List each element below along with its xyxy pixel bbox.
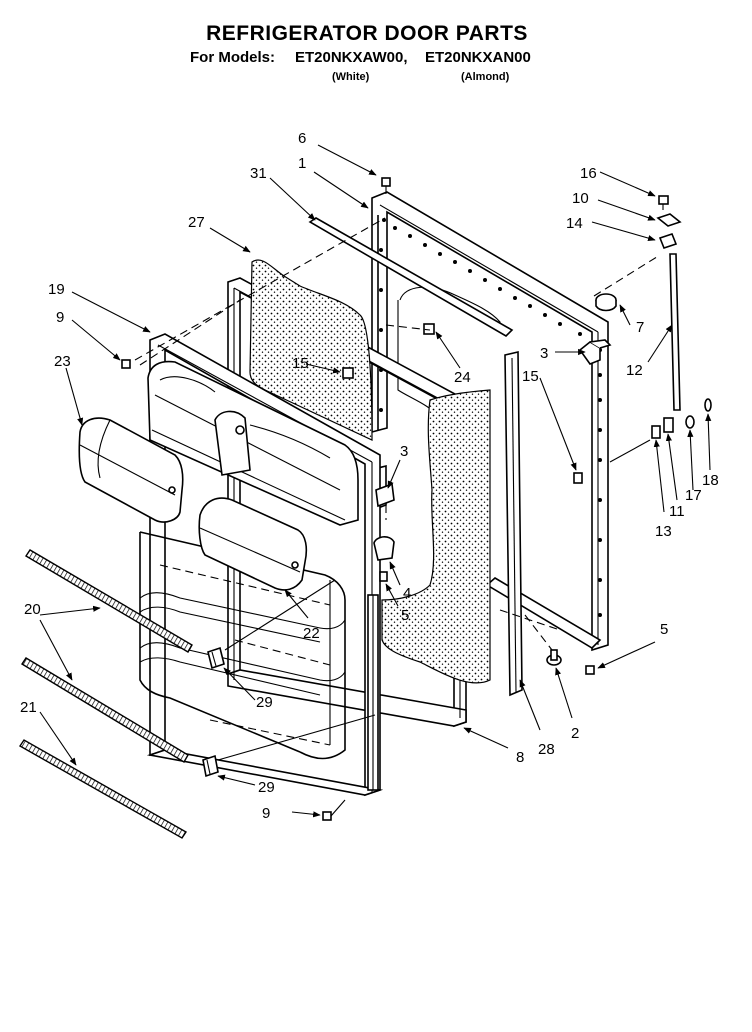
callout-12: 12 xyxy=(626,362,643,379)
models-label: For Models: xyxy=(190,49,275,66)
callout-15-left: 15 xyxy=(292,355,309,372)
callout-27: 27 xyxy=(188,214,205,231)
screw-16 xyxy=(658,195,669,210)
callout-8: 8 xyxy=(516,749,524,766)
callout-14: 14 xyxy=(566,215,583,232)
stop-bracket-15 xyxy=(573,472,583,484)
callout-11: 11 xyxy=(669,503,685,520)
lower-hinge-parts xyxy=(609,398,712,463)
callout-3-right: 3 xyxy=(540,345,548,362)
callout-2: 2 xyxy=(571,725,579,742)
callout-31: 31 xyxy=(250,165,267,182)
callout-18: 18 xyxy=(702,472,719,489)
callout-29-lower: 29 xyxy=(258,779,275,796)
hinge-bracket-3-lower xyxy=(375,482,395,508)
callout-28: 28 xyxy=(538,741,555,758)
bar-end-cap-upper xyxy=(207,646,225,670)
door-bin-lower xyxy=(198,497,308,591)
callout-6: 6 xyxy=(298,130,306,147)
callout-10: 10 xyxy=(572,190,589,207)
shelf-retainer-bar-1 xyxy=(25,549,193,653)
callout-1: 1 xyxy=(298,155,306,172)
callout-9-bottom: 9 xyxy=(262,805,270,822)
screw-9-bottom xyxy=(322,799,346,821)
model-2-color: (Almond) xyxy=(461,71,510,83)
callout-21: 21 xyxy=(20,699,37,716)
callout-5-right: 5 xyxy=(660,621,668,638)
bracket-24 xyxy=(423,323,435,335)
callout-labels: 6 1 31 27 19 9 23 15 24 16 10 14 7 12 3 … xyxy=(20,130,719,822)
callout-22: 22 xyxy=(303,625,320,642)
model-1-color: (White) xyxy=(332,71,370,83)
top-hinge-bracket xyxy=(578,339,612,365)
door-stop-rod xyxy=(669,253,681,411)
hinge-washer-10 xyxy=(656,213,682,227)
screw-6 xyxy=(381,177,391,194)
callout-7: 7 xyxy=(636,319,644,336)
callout-9-top: 9 xyxy=(56,309,64,326)
callout-23: 23 xyxy=(54,353,71,370)
shelf-retainer-bar-3 xyxy=(19,739,187,839)
screw-5-right xyxy=(585,665,595,675)
door-bin-upper xyxy=(78,417,184,523)
callout-15-right: 15 xyxy=(522,368,539,385)
callout-29-upper: 29 xyxy=(256,694,273,711)
hinge-plate-14 xyxy=(658,233,678,249)
model-number-2: ET20NKXAN00 xyxy=(425,49,531,66)
callout-20: 20 xyxy=(24,601,41,618)
callout-3-left: 3 xyxy=(400,443,408,460)
callout-24: 24 xyxy=(454,369,471,386)
callout-13: 13 xyxy=(655,523,672,540)
callout-17: 17 xyxy=(685,487,702,504)
model-number-1: ET20NKXAW00, xyxy=(295,49,408,66)
door-leveler-2 xyxy=(546,649,562,666)
diagram-title: REFRIGERATOR DOOR PARTS xyxy=(206,22,528,45)
callout-19: 19 xyxy=(48,281,65,298)
door-insulation xyxy=(249,259,491,684)
callout-4: 4 xyxy=(403,585,411,602)
screw-5-left xyxy=(379,571,388,582)
callout-16: 16 xyxy=(580,165,597,182)
upper-shelf-assembly xyxy=(147,360,359,526)
bracket-15-left xyxy=(342,367,354,379)
hinge-part-4 xyxy=(373,536,395,561)
callout-5-left: 5 xyxy=(401,607,409,624)
door-gasket-strip xyxy=(504,350,523,697)
hinge-cap-knob xyxy=(595,293,617,312)
leader-lines xyxy=(39,144,712,818)
screw-9-top xyxy=(121,359,131,369)
shelf-retainer-bar-2 xyxy=(21,657,189,763)
bar-end-cap-lower xyxy=(202,754,219,778)
